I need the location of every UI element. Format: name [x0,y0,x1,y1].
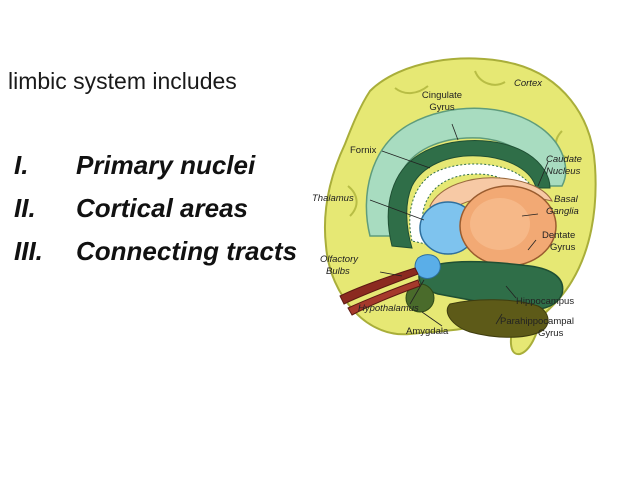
cortex-fold [474,70,506,86]
outline-text: Primary nuclei [76,150,256,180]
slide-heading: limbic system includes [8,68,237,94]
amygdala-label: Amygdala [406,326,449,337]
outline-item-primary-nuclei: I. Primary nuclei [14,150,304,181]
basal-ganglia-label-2: Ganglia [546,206,579,217]
outline-text: Cortical areas [76,193,248,223]
outline-item-connecting-tracts: III. Connecting tracts [14,236,304,267]
parahippocampal-gyrus-shape [446,299,549,338]
outline-list: I. Primary nuclei II. Cortical areas III… [14,150,304,279]
outline-numeral: II. [14,193,36,223]
amygdala-shape [405,283,435,313]
outline-item-cortical-areas: II. Cortical areas [14,193,304,224]
dentate-gyrus-label-2: Gyrus [550,242,576,253]
dentate-gyrus-label: Dentate [542,230,575,241]
fornix-label: Fornix [350,145,377,156]
leader-lines [369,123,549,327]
outline-numeral: I. [14,150,29,180]
basal-ganglia-label: Basal [554,194,579,205]
olfactory-bulb-shape [347,279,421,316]
outline-numeral: III. [14,236,43,266]
cortex-fold [394,85,429,94]
limbic-system-diagram: Cortex Cingulate Gyrus Fornix Caudate Nu… [312,57,597,356]
olfactory-bulb-shape [339,267,419,305]
caudate-nucleus-label: Caudate [546,154,582,165]
cingulate-gyrus-label-2: Gyrus [429,102,455,113]
parahippocampal-gyrus-label: Parahippocampal [500,316,574,327]
hypothalamus-shape [414,254,441,279]
basal-ganglia-inner [470,198,530,250]
hypothalamus-label: Hypothalamus [358,303,419,314]
olfactory-bulbs-label: Olfactory [320,254,359,265]
cortex-fold [347,185,358,217]
thalamus-label: Thalamus [312,193,354,204]
hippocampus-label: Hippocampus [516,296,574,307]
caudate-nucleus-label-2: Nucleus [546,166,581,177]
cortex-label: Cortex [514,78,543,89]
parahippocampal-gyrus-label-2: Gyrus [538,328,564,339]
outline-text: Connecting tracts [76,236,298,266]
olfactory-bulbs-label-2: Bulbs [326,266,350,277]
hippocampus-shape [418,260,564,311]
cingulate-gyrus-label: Cingulate [422,90,462,101]
